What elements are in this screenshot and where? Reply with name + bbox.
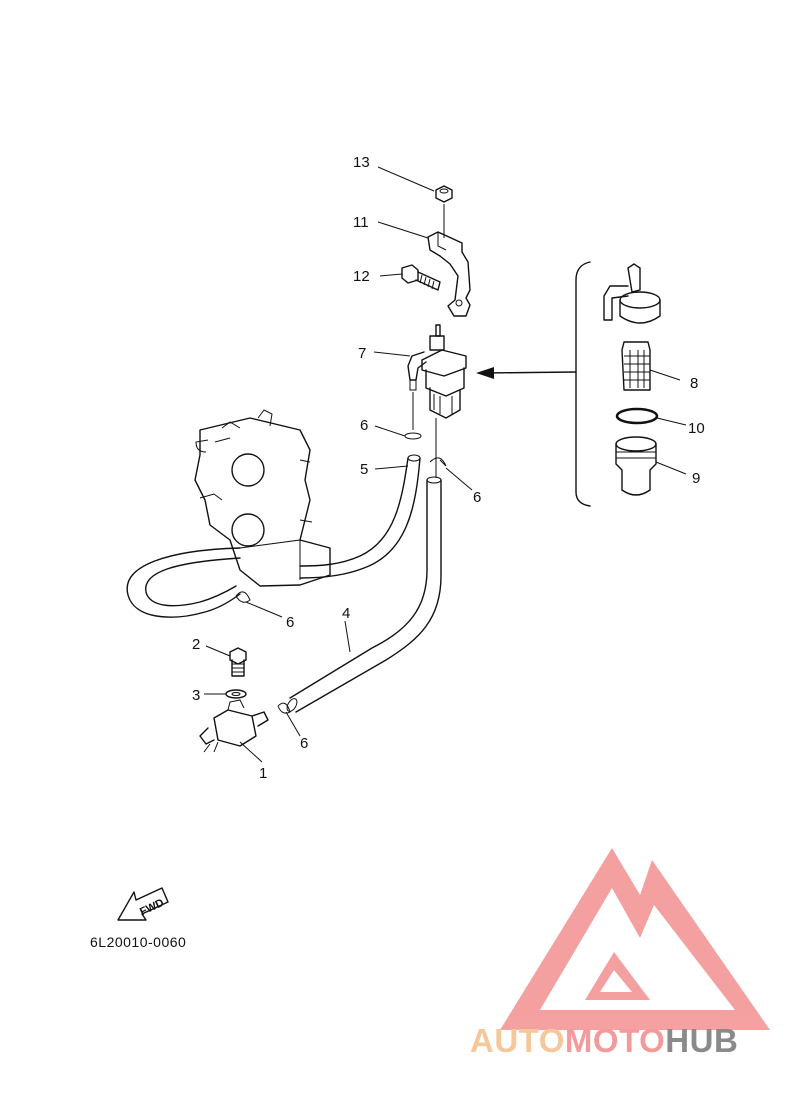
callout-3: 3 bbox=[192, 687, 200, 704]
callout-6b: 6 bbox=[473, 489, 481, 506]
carburetor-assembly bbox=[194, 409, 331, 587]
watermark-auto: AUTO bbox=[470, 1022, 565, 1059]
hose-5 bbox=[299, 454, 421, 579]
fuel-pump-part bbox=[199, 699, 269, 753]
callout-10: 10 bbox=[688, 420, 705, 437]
callout-6c: 6 bbox=[286, 614, 294, 631]
callout-2: 2 bbox=[192, 636, 200, 653]
inset-bracket bbox=[575, 261, 591, 507]
hose-clip-part bbox=[235, 432, 447, 714]
nut-part bbox=[435, 185, 453, 203]
hose-4 bbox=[286, 476, 442, 713]
watermark-moto: MOTO bbox=[565, 1022, 665, 1059]
filter-cap-part bbox=[603, 263, 661, 324]
callout-9: 9 bbox=[692, 470, 700, 487]
callout-11: 11 bbox=[353, 214, 369, 231]
watermark-logo-icon bbox=[500, 848, 770, 1030]
watermark-hub: HUB bbox=[665, 1022, 738, 1059]
svg-text:FWD: FWD bbox=[138, 897, 166, 918]
filter-element-part bbox=[621, 341, 651, 391]
filter-bowl-part bbox=[615, 436, 657, 496]
leader-lines bbox=[204, 166, 687, 763]
callout-7: 7 bbox=[358, 345, 366, 362]
callout-8: 8 bbox=[690, 375, 698, 392]
hose-loop bbox=[126, 547, 241, 618]
part-code: 6L20010-0060 bbox=[90, 934, 186, 950]
fuel-filter-part bbox=[407, 324, 467, 419]
watermark-text: AUTOMOTOHUB bbox=[470, 1022, 738, 1059]
fwd-arrow-icon: FWD bbox=[117, 887, 169, 921]
washer-part bbox=[225, 689, 247, 699]
callout-6d: 6 bbox=[300, 735, 308, 752]
inset-arrow bbox=[483, 371, 577, 374]
bracket-part bbox=[427, 204, 471, 317]
callout-4: 4 bbox=[342, 605, 350, 622]
bolt-part bbox=[401, 264, 441, 291]
callout-5: 5 bbox=[360, 461, 368, 478]
screw-part bbox=[229, 647, 247, 677]
o-ring-part bbox=[615, 407, 659, 425]
callout-6a: 6 bbox=[360, 417, 368, 434]
callout-12: 12 bbox=[353, 268, 370, 285]
callout-1: 1 bbox=[259, 765, 267, 782]
callout-13: 13 bbox=[353, 154, 370, 171]
